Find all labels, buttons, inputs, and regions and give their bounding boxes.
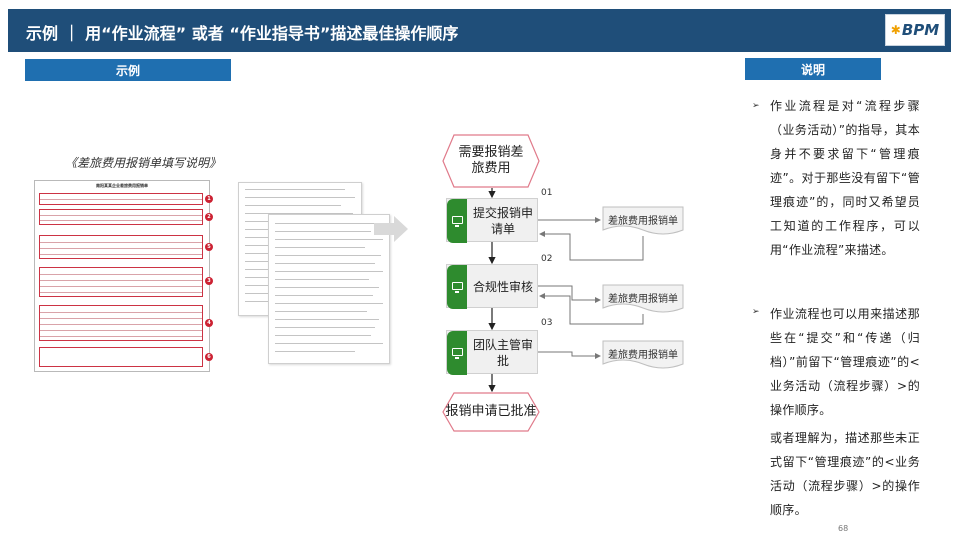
right-arrow-icon bbox=[374, 214, 410, 244]
form-illustration: 《差旅费用报销单填写说明》 南阳某某企业差旅费用报销单 bbox=[28, 128, 408, 440]
instruction-page-2 bbox=[268, 214, 390, 364]
bullet-icon: ➢ bbox=[752, 300, 760, 324]
step-manager-approval: 团队主管审批 bbox=[446, 330, 538, 374]
form-badge: 2 bbox=[205, 213, 213, 221]
end-event-label: 报销申请已批准 bbox=[445, 404, 536, 420]
monitor-icon bbox=[447, 331, 467, 375]
form-badge: 4 bbox=[205, 319, 213, 327]
start-event-label: 需要报销差旅费用 bbox=[455, 145, 527, 177]
form-badge: 5 bbox=[205, 243, 213, 251]
start-event: 需要报销差旅费用 bbox=[442, 134, 540, 188]
monitor-icon bbox=[447, 199, 467, 243]
form-badge: 6 bbox=[205, 353, 213, 361]
logo-text: BPM bbox=[902, 21, 939, 39]
note-tag: 说明 bbox=[745, 58, 881, 80]
form-section-4 bbox=[39, 305, 203, 341]
logo-mark-icon: ✱ bbox=[891, 23, 901, 37]
step-label: 提交报销申请单 bbox=[471, 199, 535, 243]
form-section-1 bbox=[39, 193, 203, 205]
document-label: 差旅费用报销单 bbox=[608, 346, 678, 361]
expense-form-document: 差旅费用报销单 bbox=[602, 206, 684, 236]
step-number: 02 bbox=[541, 254, 552, 264]
document-label: 差旅费用报销单 bbox=[608, 212, 678, 227]
expense-form-document: 差旅费用报销单 bbox=[602, 284, 684, 314]
form-badge: 1 bbox=[205, 195, 213, 203]
step-label: 合规性审核 bbox=[471, 265, 535, 309]
form-badge: 3 bbox=[205, 277, 213, 285]
form-section-6 bbox=[39, 347, 203, 367]
form-section-2 bbox=[39, 209, 203, 225]
note-paragraph-1: 作业流程是对“流程步骤（业务活动）”的指导，其本身并不要求留下“管理痕迹”。对于… bbox=[770, 94, 920, 262]
document-label: 差旅费用报销单 bbox=[608, 290, 678, 305]
monitor-icon bbox=[447, 265, 467, 309]
page-number: 68 bbox=[838, 524, 848, 533]
step-number: 01 bbox=[541, 188, 552, 198]
form-section-5 bbox=[39, 235, 203, 259]
form-caption: 《差旅费用报销单填写说明》 bbox=[28, 154, 258, 171]
process-flow-diagram: 需要报销差旅费用 提交报销申请单 01 合规性审核 02 团队主管审批 03 差… bbox=[438, 128, 708, 446]
step-compliance-review: 合规性审核 bbox=[446, 264, 538, 308]
form-sheet-title: 南阳某某企业差旅费用报销单 bbox=[35, 183, 209, 189]
bpm-logo: ✱ BPM bbox=[885, 14, 945, 46]
step-submit-application: 提交报销申请单 bbox=[446, 198, 538, 242]
form-section-3 bbox=[39, 267, 203, 297]
expense-form-sheet: 南阳某某企业差旅费用报销单 1 2 5 3 bbox=[34, 180, 210, 372]
step-label: 团队主管审批 bbox=[471, 331, 535, 375]
note-paragraph-3: 或者理解为，描述那些未正式留下“管理痕迹”的<业务活动（流程步骤）>的操作顺序。 bbox=[770, 426, 920, 522]
step-number: 03 bbox=[541, 318, 552, 328]
example-tag: 示例 bbox=[25, 59, 231, 81]
title-banner: 示例 ｜ 用“作业流程” 或者 “作业指导书”描述最佳操作顺序 ✱ BPM bbox=[8, 9, 951, 52]
page-title: 示例 ｜ 用“作业流程” 或者 “作业指导书”描述最佳操作顺序 bbox=[26, 20, 458, 44]
expense-form-document: 差旅费用报销单 bbox=[602, 340, 684, 370]
note-paragraph-2: 作业流程也可以用来描述那些在“提交”和“传递（归档）”前留下“管理痕迹”的<业务… bbox=[770, 302, 920, 422]
end-event: 报销申请已批准 bbox=[442, 392, 540, 432]
bullet-icon: ➢ bbox=[752, 94, 760, 118]
